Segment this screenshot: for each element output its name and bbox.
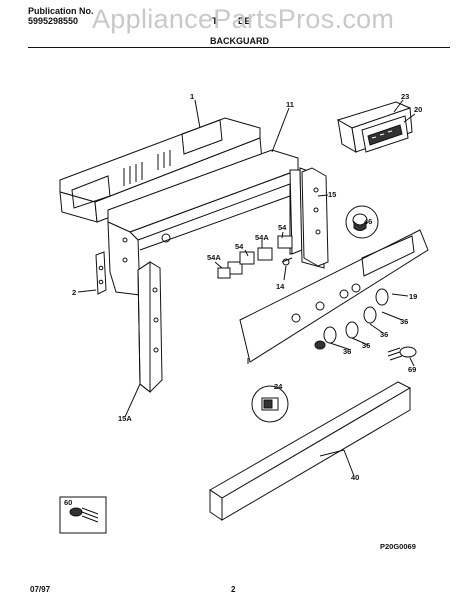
section-title: BACKGUARD — [210, 36, 269, 46]
callout-11: 11 — [286, 100, 294, 109]
callout-36-b: 36 — [380, 330, 388, 339]
callout-36-d: 36 — [343, 347, 351, 356]
callout-54a-lower: 54A — [207, 253, 221, 262]
part-screw-69 — [387, 346, 417, 361]
callout-69: 69 — [408, 365, 416, 374]
part-control-panel — [239, 229, 429, 364]
model-number-partial: T — [212, 16, 218, 26]
callout-2: 2 — [72, 288, 76, 297]
callout-14: 14 — [276, 282, 285, 291]
callout-40: 40 — [351, 473, 359, 482]
part-left-bracket — [137, 261, 163, 394]
callout-1: 1 — [190, 92, 194, 101]
callout-36-c: 36 — [362, 341, 370, 350]
callout-54a-upper: 54A — [255, 233, 269, 242]
callout-36-a: 36 — [400, 317, 408, 326]
callout-54-upper: 54 — [278, 223, 287, 232]
diagram-code: P20G0069 — [380, 542, 416, 551]
publication-number: 5995298550 — [28, 16, 79, 26]
footer-page-number: 2 — [231, 585, 236, 594]
callout-15: 15 — [328, 190, 336, 199]
part-switches — [217, 235, 293, 279]
callout-15a: 15A — [118, 414, 132, 423]
callout-46: 46 — [364, 217, 372, 226]
callout-20: 20 — [414, 105, 422, 114]
callout-23: 23 — [401, 92, 409, 101]
publication-label: Publication No. — [28, 6, 94, 16]
callout-60: 60 — [64, 498, 72, 507]
part-knobs — [314, 288, 389, 350]
part-screw-60 — [59, 496, 107, 534]
callout-24: 24 — [274, 382, 283, 391]
watermark-text: AppliancePartsPros.com — [92, 4, 395, 34]
part-right-bracket — [301, 167, 329, 267]
part-switch-detail — [251, 385, 289, 423]
leader-lines — [77, 99, 416, 477]
model-number-partial-end: BE — [238, 16, 251, 26]
callout-19: 19 — [409, 292, 417, 301]
footer-date: 07/97 — [30, 585, 51, 594]
part-knob-detail — [345, 205, 379, 239]
part-lower-trim — [209, 381, 412, 521]
callout-54-lower: 54 — [235, 242, 244, 251]
part-clock-display — [336, 101, 413, 153]
part-side-bracket — [95, 251, 107, 295]
header-rule — [28, 47, 450, 48]
